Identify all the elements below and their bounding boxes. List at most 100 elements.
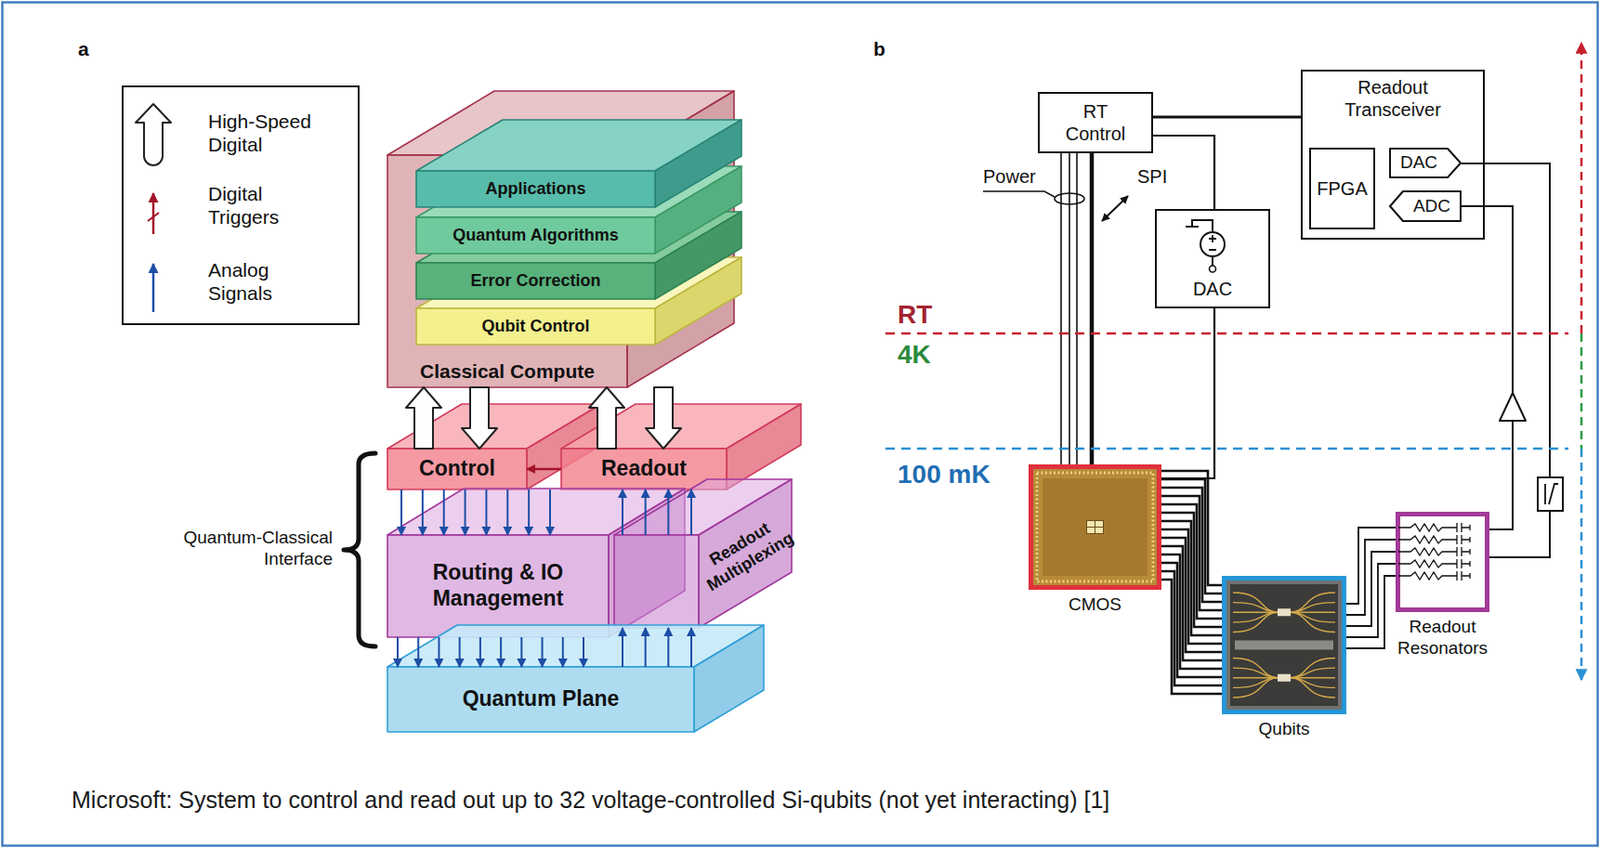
- block-label: Applications: [485, 179, 586, 200]
- trigger-arrow: [526, 469, 562, 471]
- front-face: Quantum Plane: [387, 667, 695, 733]
- legend-text: High-Speed Digital: [208, 109, 329, 157]
- label-holder: Power: [983, 165, 1037, 188]
- gate-bus: [1161, 471, 1222, 695]
- gate-wire: [1289, 612, 1336, 632]
- resonator-box: Readout Resonators: [1395, 511, 1490, 660]
- signal-arrow: [396, 637, 399, 668]
- mk-boundary-line: [885, 447, 1569, 451]
- prism-front: [416, 217, 656, 254]
- wire: [1075, 153, 1078, 465]
- qubit-site: [1277, 674, 1291, 682]
- legend-text: Digital Triggers: [208, 182, 329, 229]
- quantum-plane: Quantum Plane: [387, 625, 764, 733]
- figure-caption-holder: Qubits: [1221, 719, 1347, 741]
- readout-wire: [1461, 206, 1513, 530]
- gate-wire: [1289, 658, 1336, 679]
- signal-arrow: [690, 628, 693, 668]
- signal-arrow: [479, 637, 482, 668]
- software-layer: Applications: [416, 119, 742, 208]
- signal-name: Power: [983, 165, 1037, 188]
- temperature-axis: [1580, 333, 1584, 449]
- signal-arrow: [621, 489, 624, 536]
- wire: [1346, 563, 1396, 638]
- source-wires: [1185, 220, 1213, 266]
- interface-label: Quantum-Classical Interface: [165, 527, 333, 571]
- block-label: Qubit Control: [482, 316, 591, 338]
- resonator-symbol: [1398, 523, 1470, 533]
- wire: [1153, 116, 1301, 119]
- signal-arrow: [667, 628, 669, 668]
- figure-label: Readout Resonators: [1387, 616, 1499, 660]
- prism-outline: [387, 625, 764, 733]
- multiplexing-block: Readout Multiplexing: [614, 479, 792, 629]
- signal-arrow: [443, 489, 446, 536]
- picture-frame: [1395, 511, 1490, 613]
- gate-wire: [1232, 592, 1279, 613]
- polarity-marks: [1208, 235, 1217, 250]
- block-label: Quantum Algorithms: [452, 225, 618, 247]
- prism-front: [416, 170, 656, 208]
- front-face: Qubit Control: [416, 308, 656, 345]
- signal-name: SPI: [1137, 165, 1168, 188]
- gate-wire: [1289, 603, 1336, 614]
- signal-arrow: [421, 489, 424, 536]
- temperature-label: 100 mK: [897, 459, 991, 491]
- label-holder: 100 mK: [897, 459, 991, 491]
- label-holder: SPI: [1137, 165, 1168, 188]
- prism-side: [655, 257, 742, 345]
- legend-text: Analog Signals: [208, 258, 329, 305]
- qubit-site: [1277, 608, 1291, 617]
- signal-arrow: [417, 637, 420, 668]
- signal-arrow: [549, 489, 551, 536]
- spi-double-arrow: [1101, 196, 1128, 222]
- block-label: Quantum Plane: [462, 686, 620, 713]
- block-label: Error Correction: [470, 271, 601, 292]
- temperature-axis: [1580, 42, 1584, 334]
- box-label: RT Control: [1053, 100, 1138, 145]
- converter-shape: [1390, 191, 1461, 222]
- chip-frame: [1224, 578, 1345, 713]
- legend-entry: Analog Signals: [208, 258, 329, 305]
- compute-block: Classical ComputeApplicationsQuantum Alg…: [387, 91, 735, 388]
- gate-wire: [1289, 678, 1336, 698]
- figure-label: CMOS: [1028, 594, 1162, 617]
- signal-arrow: [527, 489, 530, 536]
- prism-front: [387, 535, 609, 638]
- pentagon-face: ADC: [1402, 190, 1462, 223]
- gate-wire: [1232, 668, 1279, 679]
- caption: Microsoft: System to control and read ou…: [71, 786, 1110, 814]
- box-label: Readout Transceiver: [1332, 76, 1454, 121]
- figure-caption-holder: Readout Resonators: [1387, 616, 1499, 660]
- rt-boundary-line: [885, 332, 1569, 336]
- interface-bracket: [343, 453, 376, 647]
- adc-symbol: ADC: [1389, 190, 1462, 223]
- temperature-axis: [1580, 448, 1584, 681]
- block-label: Readout: [601, 456, 687, 483]
- front-face: Error Correction: [416, 262, 656, 300]
- temperature-label: 4K: [897, 339, 932, 371]
- dac-box: DAC: [1154, 209, 1271, 309]
- figure-label: Qubits: [1221, 719, 1347, 741]
- filter-symbol: [1537, 477, 1563, 512]
- front-face: Quantum Algorithms: [416, 217, 656, 254]
- prism-front: [614, 535, 699, 629]
- gate-wire: [1232, 678, 1279, 698]
- signal-arrow: [667, 489, 669, 536]
- output-terminal: [1209, 265, 1217, 273]
- label-holder: RT: [897, 299, 932, 331]
- signal-arrow: [506, 489, 509, 536]
- resonator-symbol: [1398, 559, 1470, 569]
- legend-trigger-slash: [147, 212, 159, 222]
- spi-wire: [1091, 153, 1093, 465]
- signal-arrow: [437, 637, 440, 668]
- prism-front: [387, 667, 695, 733]
- picture-frame: [1028, 464, 1162, 591]
- signal-arrow: [562, 637, 564, 668]
- gate-wire: [1232, 612, 1279, 632]
- gate-wire: [1232, 658, 1279, 679]
- wire: [1060, 153, 1063, 465]
- legend-analog-arrow: [152, 263, 156, 313]
